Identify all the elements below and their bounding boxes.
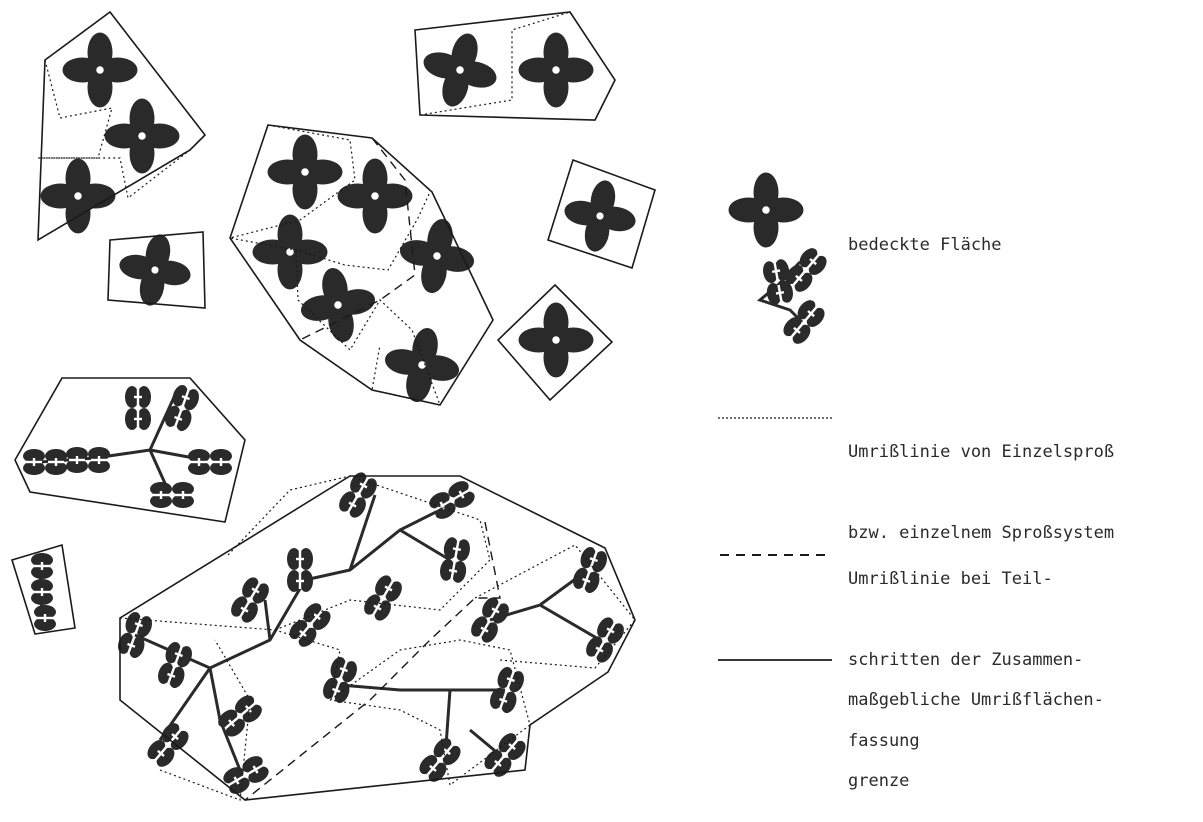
legend-covered-area-label: bedeckte Fläche	[848, 232, 1002, 259]
shoot-outlines	[12, 378, 635, 800]
legend-single-outline-line1: Umrißlinie von Einzelsproß	[848, 439, 1114, 466]
legend-partial-outline-line1: Umrißlinie bei Teil-	[848, 566, 1083, 593]
legend-rosette-icon	[729, 173, 804, 248]
legend-decisive-outline-line2: grenze	[848, 768, 1104, 795]
legend-shoot-icon	[760, 245, 830, 347]
legend-decisive-outline-line1: maßgebliche Umrißflächen-	[848, 687, 1104, 714]
rosette-group	[41, 24, 642, 408]
legend-decisive-outline-label: maßgebliche Umrißflächen- grenze	[848, 633, 1104, 822]
shoot-stems	[40, 395, 600, 770]
